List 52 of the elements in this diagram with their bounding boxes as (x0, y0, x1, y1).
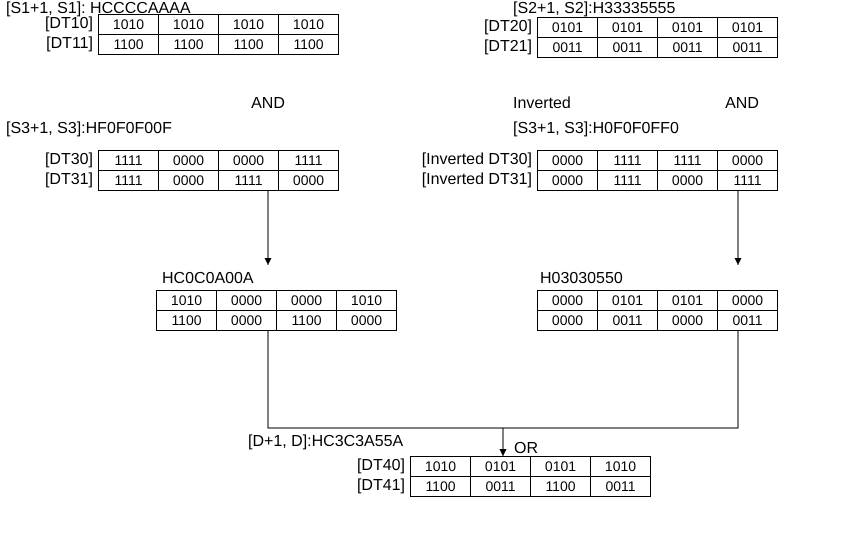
table-heading: [S3+1, S3]:H0F0F0FF0 (513, 120, 679, 138)
row-label: [DT10] (44, 15, 93, 34)
operation-label: AND (251, 95, 285, 113)
row-label: [DT11] (46, 34, 93, 54)
table-cell: 0011 (717, 310, 778, 331)
table-cell: 1010 (156, 290, 217, 311)
table-cell: 1100 (410, 476, 471, 497)
table-cell: 1010 (278, 14, 339, 35)
table-cell: 1010 (590, 456, 651, 477)
row-label: [DT41] (356, 476, 405, 496)
table-cell: 0011 (537, 37, 598, 58)
table-cell: 1100 (98, 34, 159, 55)
table-cell: 1111 (98, 170, 159, 191)
table-cell: 1100 (278, 34, 339, 55)
table-cell: 1010 (336, 290, 397, 311)
table-cell: 0101 (717, 17, 778, 38)
table-cell: 0000 (537, 170, 598, 191)
table-cell: 1010 (410, 456, 471, 477)
arrow (264, 190, 272, 266)
row-label: [Inverted DT31] (422, 170, 532, 190)
table-heading: [S2+1, S2]:H33335555 (513, 0, 676, 18)
table-cell: 0000 (717, 150, 778, 171)
table-cell: 0000 (537, 310, 598, 331)
operation-label: Inverted (513, 95, 571, 113)
row-label: [DT21] (484, 37, 532, 57)
table-heading: [S3+1, S3]:HF0F0F00F (6, 120, 172, 138)
table-cell: 1010 (98, 14, 159, 35)
row-label: [DT31] (44, 170, 93, 190)
operation-label: AND (725, 95, 759, 113)
row-label: [DT40] (356, 456, 405, 476)
arrow (500, 330, 738, 456)
row-label: [DT30] (44, 150, 93, 170)
row-label: [DT20] (484, 17, 532, 37)
table-cell: 0101 (537, 17, 598, 38)
table-cell: 1111 (717, 170, 778, 191)
table-cell: 0011 (590, 476, 651, 497)
row-label: [Inverted DT30] (422, 150, 532, 170)
table-cell: 0000 (278, 170, 339, 191)
table-cell: 0011 (717, 37, 778, 58)
table-cell: 0000 (537, 150, 598, 171)
table-heading: [D+1, D]:HC3C3A55A (248, 433, 404, 451)
table-heading: HC0C0A00A (162, 270, 254, 288)
table-cell: 0000 (537, 290, 598, 311)
operation-label: OR (514, 440, 538, 458)
table-heading: H03030550 (540, 270, 623, 288)
table-cell: 1111 (278, 150, 339, 171)
table-heading: [S1+1, S1]: HCCCCAAAA (6, 0, 191, 17)
table-cell: 0000 (336, 310, 397, 331)
table-cell: 0000 (717, 290, 778, 311)
arrow (734, 190, 742, 266)
table-cell: 1111 (98, 150, 159, 171)
table-cell: 1100 (156, 310, 217, 331)
